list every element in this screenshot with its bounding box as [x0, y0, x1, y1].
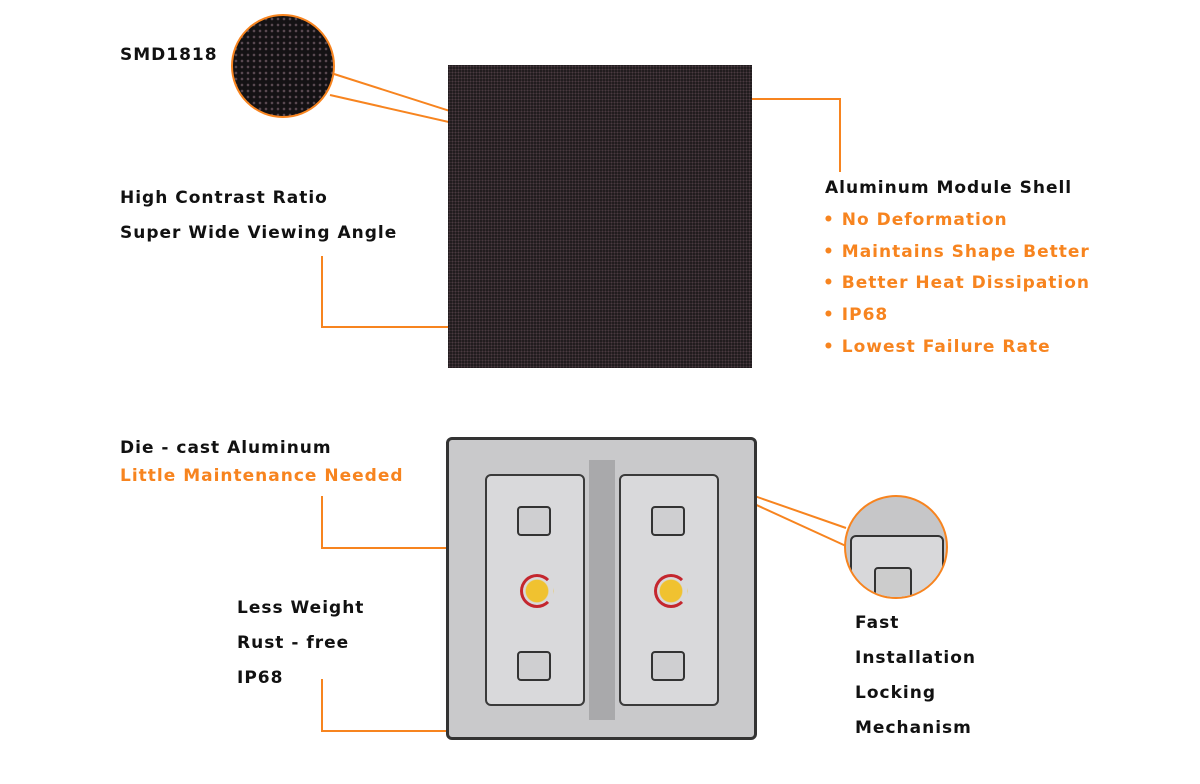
shell-bullet: • No Deformation	[823, 210, 1008, 230]
power-box-left	[485, 474, 585, 706]
locking-label: Locking	[855, 683, 936, 703]
shell-bullet: • IP68	[823, 305, 889, 325]
led-module-front-image	[448, 65, 752, 368]
led-module-back-image	[446, 437, 757, 740]
logo-icon	[654, 574, 688, 608]
shell-bullet: • Lowest Failure Rate	[823, 337, 1051, 357]
locking-label: Installation	[855, 648, 977, 668]
viewing-angle-label: Super Wide Viewing Angle	[120, 223, 398, 243]
rust-label: Rust - free	[237, 633, 350, 653]
weight-label: Less Weight	[237, 598, 365, 618]
shell-title: Aluminum Module Shell	[825, 178, 1073, 198]
shell-bullet: • Maintains Shape Better	[823, 242, 1090, 262]
logo-icon	[520, 574, 554, 608]
ip68-label: IP68	[237, 668, 284, 688]
contrast-label: High Contrast Ratio	[120, 188, 328, 208]
smd-zoom-circle	[231, 14, 335, 118]
center-spine	[589, 460, 615, 720]
diecast-title: Die - cast Aluminum	[120, 438, 332, 458]
locking-label: Mechanism	[855, 718, 972, 738]
power-box-right	[619, 474, 719, 706]
lock-zoom-circle	[844, 495, 948, 599]
locking-label: Fast	[855, 613, 900, 633]
diecast-subtitle: Little Maintenance Needed	[120, 466, 404, 486]
smd-label: SMD1818	[120, 45, 218, 65]
shell-bullet: • Better Heat Dissipation	[823, 273, 1091, 293]
